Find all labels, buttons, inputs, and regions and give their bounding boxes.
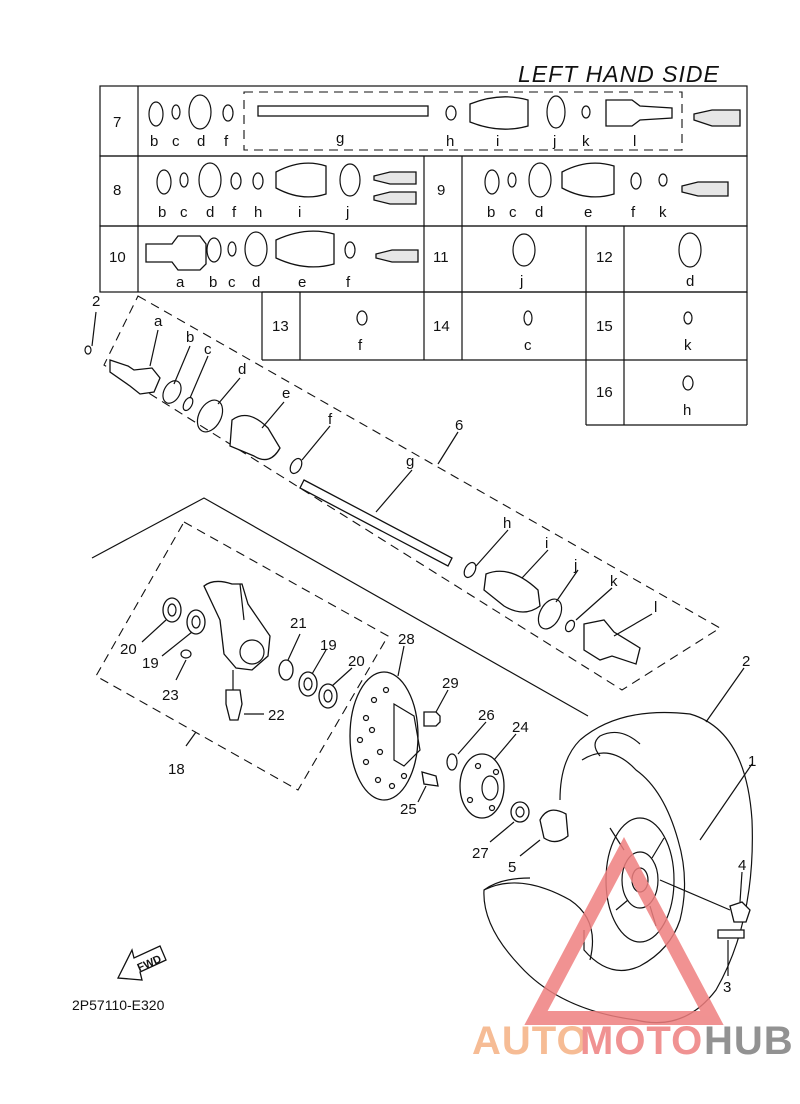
kit-8-letter-j: j: [345, 204, 349, 221]
callout-22: 21: [290, 615, 307, 632]
kit-number-8: 8: [113, 182, 121, 199]
shaft-label-l: l: [654, 599, 657, 616]
callout-25: 24: [512, 719, 529, 736]
kit-13-letter-f: f: [358, 337, 363, 354]
kit-8-letter-i: i: [298, 204, 301, 221]
kit-7-parts: [148, 94, 741, 130]
kit-8-letter-d: d: [206, 204, 214, 221]
shaft-label-j: j: [573, 557, 577, 574]
kit-9-parts: [484, 162, 729, 198]
callout-20: 20: [348, 653, 365, 670]
kit-number-11: 11: [433, 249, 449, 266]
kit-9-letter-k: k: [659, 204, 667, 221]
kit-9-letter-c: c: [509, 204, 517, 221]
shaft-label-k: k: [610, 573, 618, 590]
kit-12-letter-d: d: [686, 273, 694, 290]
shaft-label-f: f: [328, 411, 333, 428]
callout-24: 23: [162, 687, 179, 704]
kit-number-10: 10: [109, 249, 126, 266]
kit-number-7: 7: [113, 114, 121, 131]
callout-28: 27: [472, 845, 489, 862]
kit-10-letter-f: f: [346, 274, 351, 291]
brake-disc-hub: [349, 645, 569, 857]
kit-number-15: 15: [596, 318, 613, 335]
kit-number-14: 14: [433, 318, 450, 335]
kit-9-letter-b: b: [487, 204, 495, 221]
kit-11-letter-j: j: [519, 273, 523, 290]
kit-7-letter-d: d: [197, 133, 205, 150]
kit-number-9: 9: [437, 182, 445, 199]
callout-27: 26: [478, 707, 495, 724]
kit-8-letter-b: b: [158, 204, 166, 221]
fwd-arrow-icon: FWD: [116, 945, 167, 981]
kit-10-letter-c: c: [228, 274, 236, 291]
kit-7-letter-g: g: [336, 130, 344, 147]
callout-19-right: 19: [320, 637, 337, 654]
shaft-label-c: c: [204, 341, 212, 358]
callout-2: 2: [742, 653, 750, 670]
kit-7-letter-j: j: [552, 133, 556, 150]
kit-10-letter-e: e: [298, 274, 306, 291]
kit-number-13: 13: [272, 318, 289, 335]
watermark-logo: AUTO MOTO HUB: [472, 837, 794, 1063]
callout-5: 5: [508, 859, 516, 876]
shaft-label-e: e: [282, 385, 290, 402]
shaft-label-a: a: [154, 313, 163, 330]
kit-8-letter-c: c: [180, 204, 188, 221]
callout-3: 3: [723, 979, 731, 996]
kit-10-letter-a: a: [176, 274, 185, 291]
kit-number-16: 16: [596, 384, 613, 401]
kit-table: [99, 85, 748, 426]
callout-21: 20: [120, 641, 137, 658]
kit-7-letter-i: i: [496, 133, 499, 150]
watermark-auto: AUTO: [472, 1019, 589, 1063]
callout-17: 2: [92, 293, 100, 310]
shaft-label-h: h: [503, 515, 511, 532]
callout-1: 1: [748, 753, 756, 770]
drive-shaft-assembly: [84, 295, 722, 691]
kit-10-letter-d: d: [252, 274, 260, 291]
kit-14-letter-c: c: [524, 337, 532, 354]
wheel-tire: [483, 667, 753, 1024]
kit-number-12: 12: [596, 249, 613, 266]
kit-8-parts: [156, 162, 417, 205]
shaft-label-b: b: [186, 329, 194, 346]
watermark-moto: MOTO: [580, 1019, 703, 1063]
shaft-label-d: d: [238, 361, 246, 378]
single-part-icons: [356, 232, 702, 391]
kit-7-letter-f: f: [224, 133, 229, 150]
kit-7-letter-k: k: [582, 133, 590, 150]
knuckle-assembly: [91, 497, 589, 791]
callout-18: 18: [168, 761, 185, 778]
callout-4: 4: [738, 857, 746, 874]
kit-8-letter-f: f: [232, 204, 237, 221]
page-title: LEFT HAND SIDE: [518, 61, 720, 87]
kit-9-letter-e: e: [584, 204, 592, 221]
kit-16-letter-h: h: [683, 402, 691, 419]
kit-8-letter-h: h: [254, 204, 262, 221]
kit-7-letter-l: l: [633, 133, 636, 150]
diagram-code: 2P57110-E320: [72, 997, 165, 1013]
kit-9-letter-f: f: [631, 204, 636, 221]
kit-7-letter-c: c: [172, 133, 180, 150]
watermark-hub: HUB: [704, 1019, 794, 1063]
callout-30: 29: [442, 675, 459, 692]
callout-26: 25: [400, 801, 417, 818]
callout-23: 22: [268, 707, 285, 724]
kit-15-letter-k: k: [684, 337, 692, 354]
callout-19-left: 19: [142, 655, 159, 672]
kit-9-letter-d: d: [535, 204, 543, 221]
kit-7-letter-h: h: [446, 133, 454, 150]
shaft-label-i: i: [545, 535, 548, 552]
callout-29: 28: [398, 631, 415, 648]
kit-10-parts: [145, 230, 419, 271]
kit-10-letter-b: b: [209, 274, 217, 291]
kit-7-letter-b: b: [150, 133, 158, 150]
callout-6: 6: [455, 417, 463, 434]
shaft-label-g: g: [406, 453, 414, 470]
